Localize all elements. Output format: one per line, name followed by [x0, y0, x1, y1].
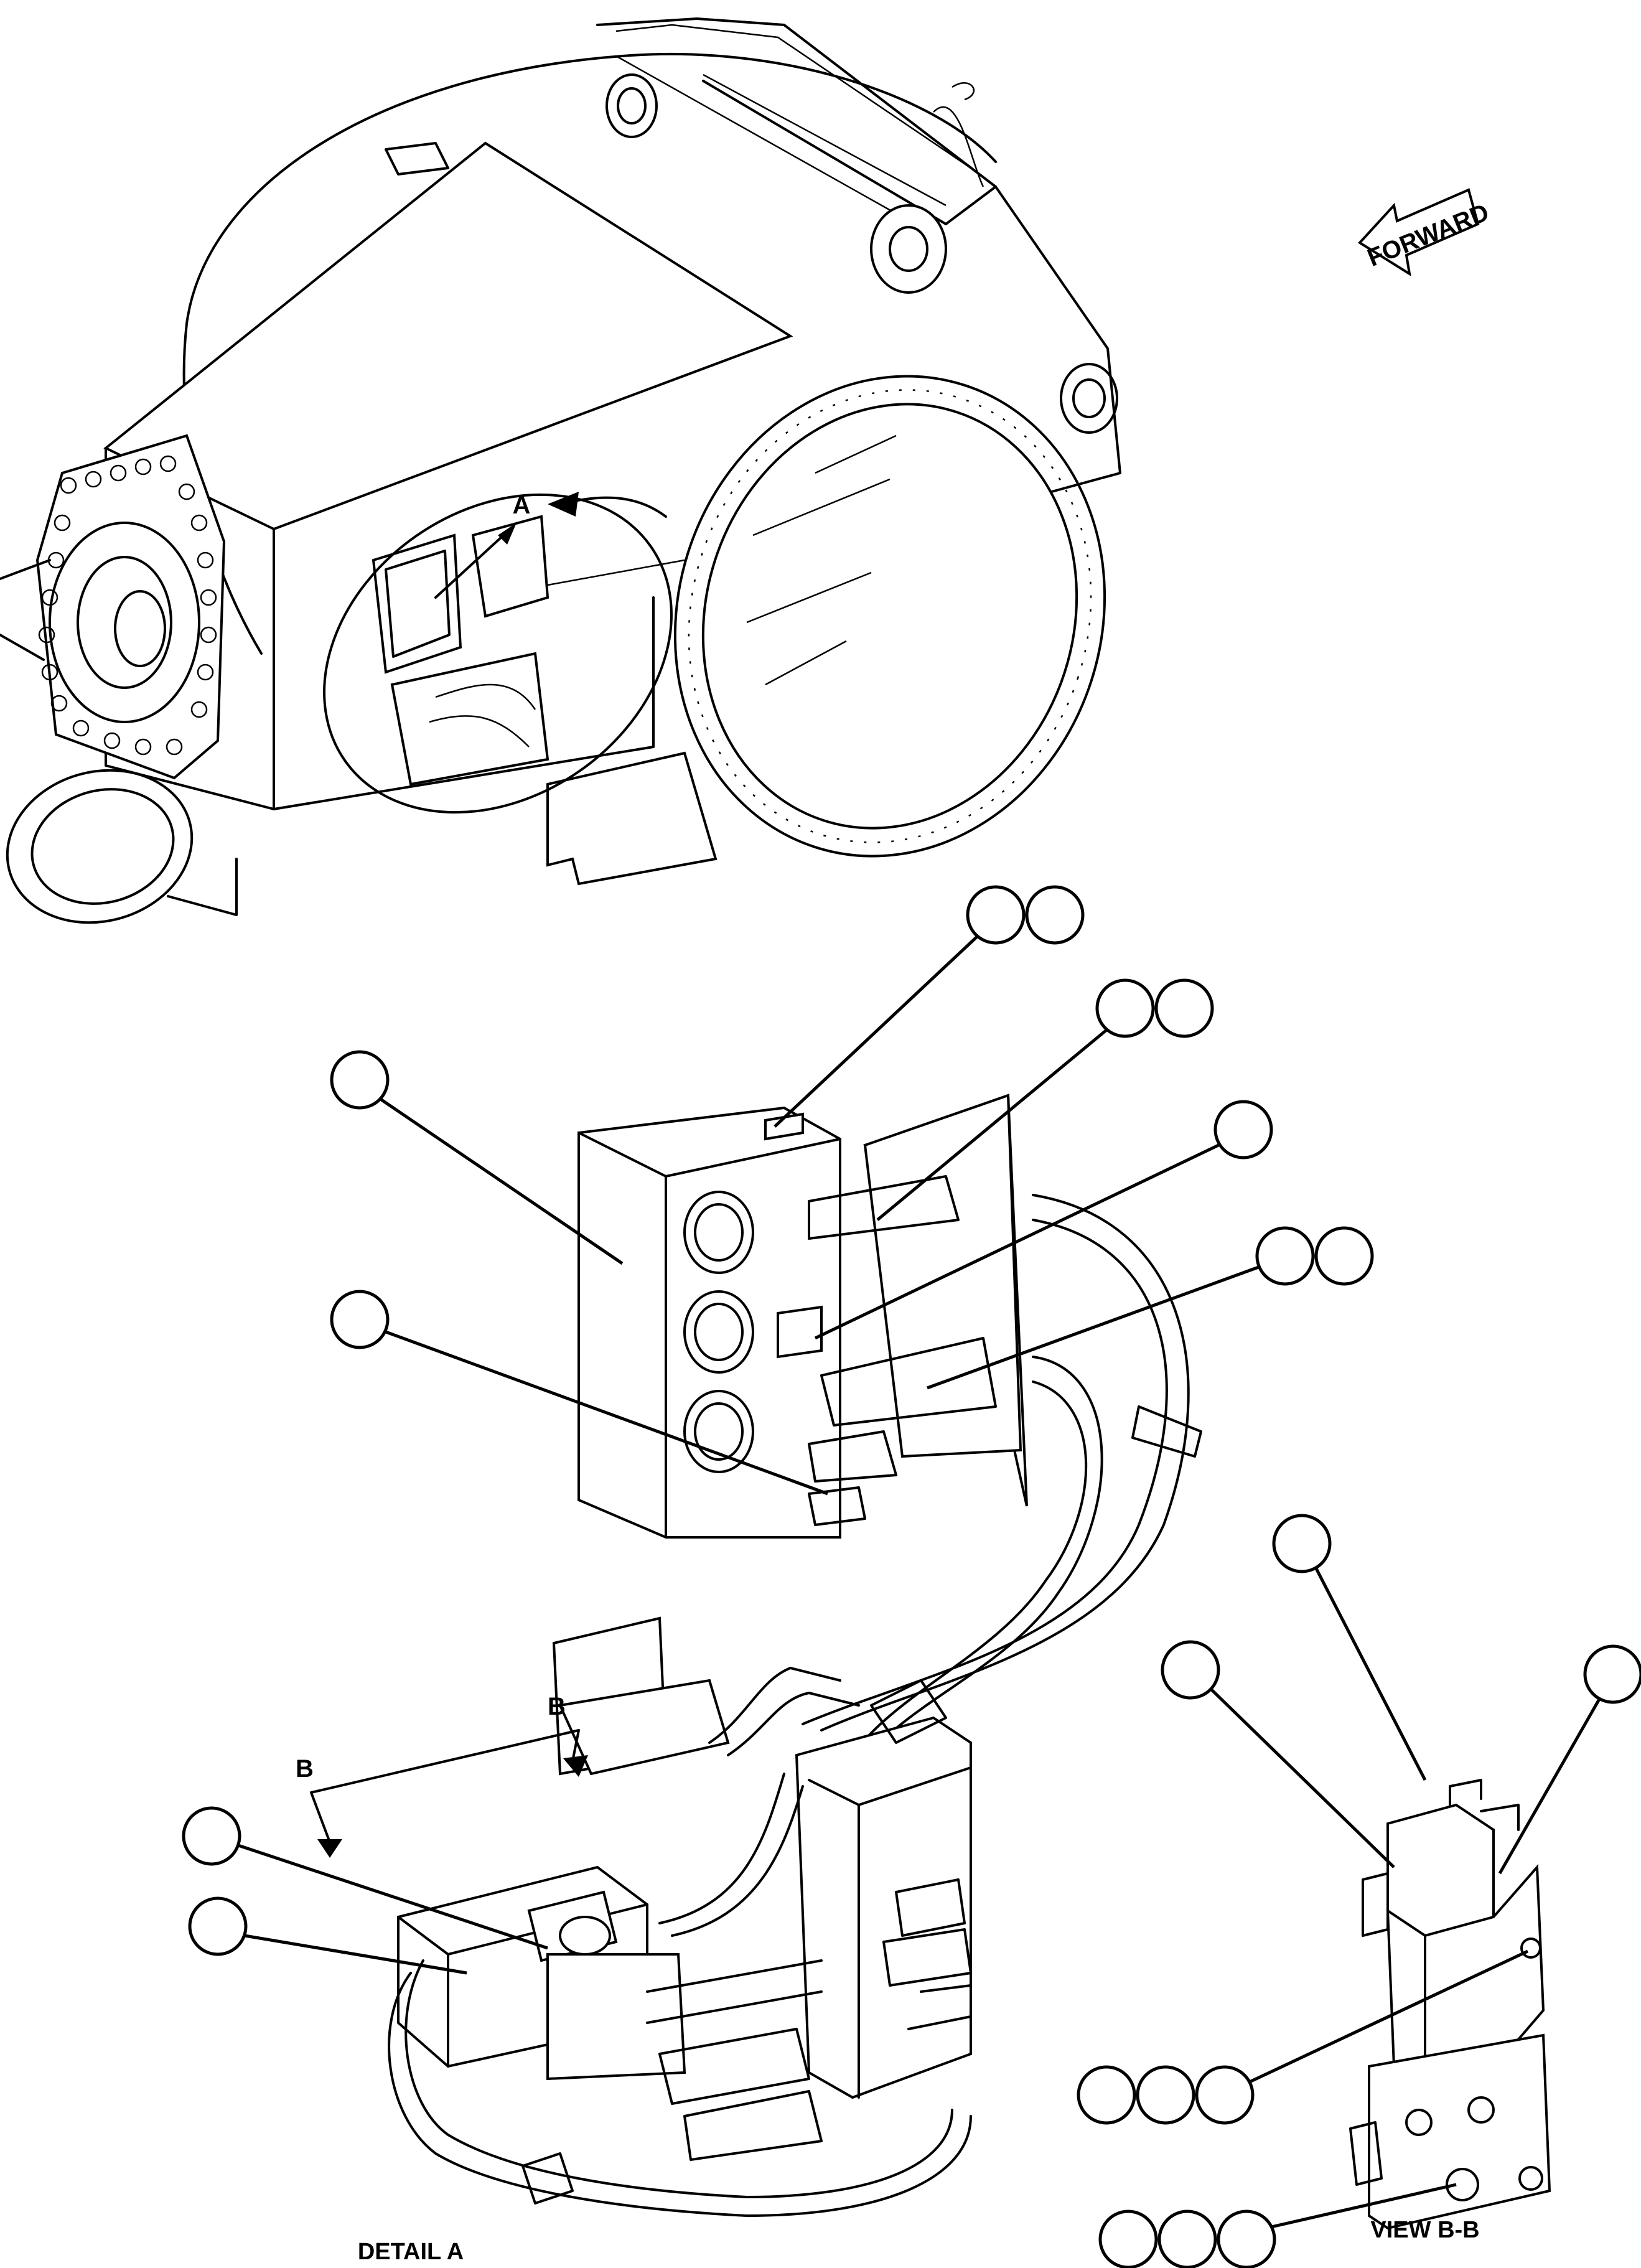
forward-arrow: FORWARD	[1357, 188, 1493, 277]
housing-assembly	[0, 17, 1121, 924]
view-b-b-caption: VIEW B-B	[1370, 2217, 1479, 2243]
view-b-b	[1349, 1779, 1551, 2230]
detail-a-block: B B	[296, 1616, 972, 2217]
detail-a-caption: DETAIL A	[358, 2239, 464, 2265]
detail-marker-a: A	[513, 492, 531, 519]
callouts	[182, 885, 1641, 2268]
detail-a-circle	[323, 493, 673, 814]
valve-manifold	[577, 1094, 1202, 1763]
section-marker-b-right: B	[548, 1693, 566, 1720]
section-marker-b-left: B	[296, 1755, 314, 1783]
